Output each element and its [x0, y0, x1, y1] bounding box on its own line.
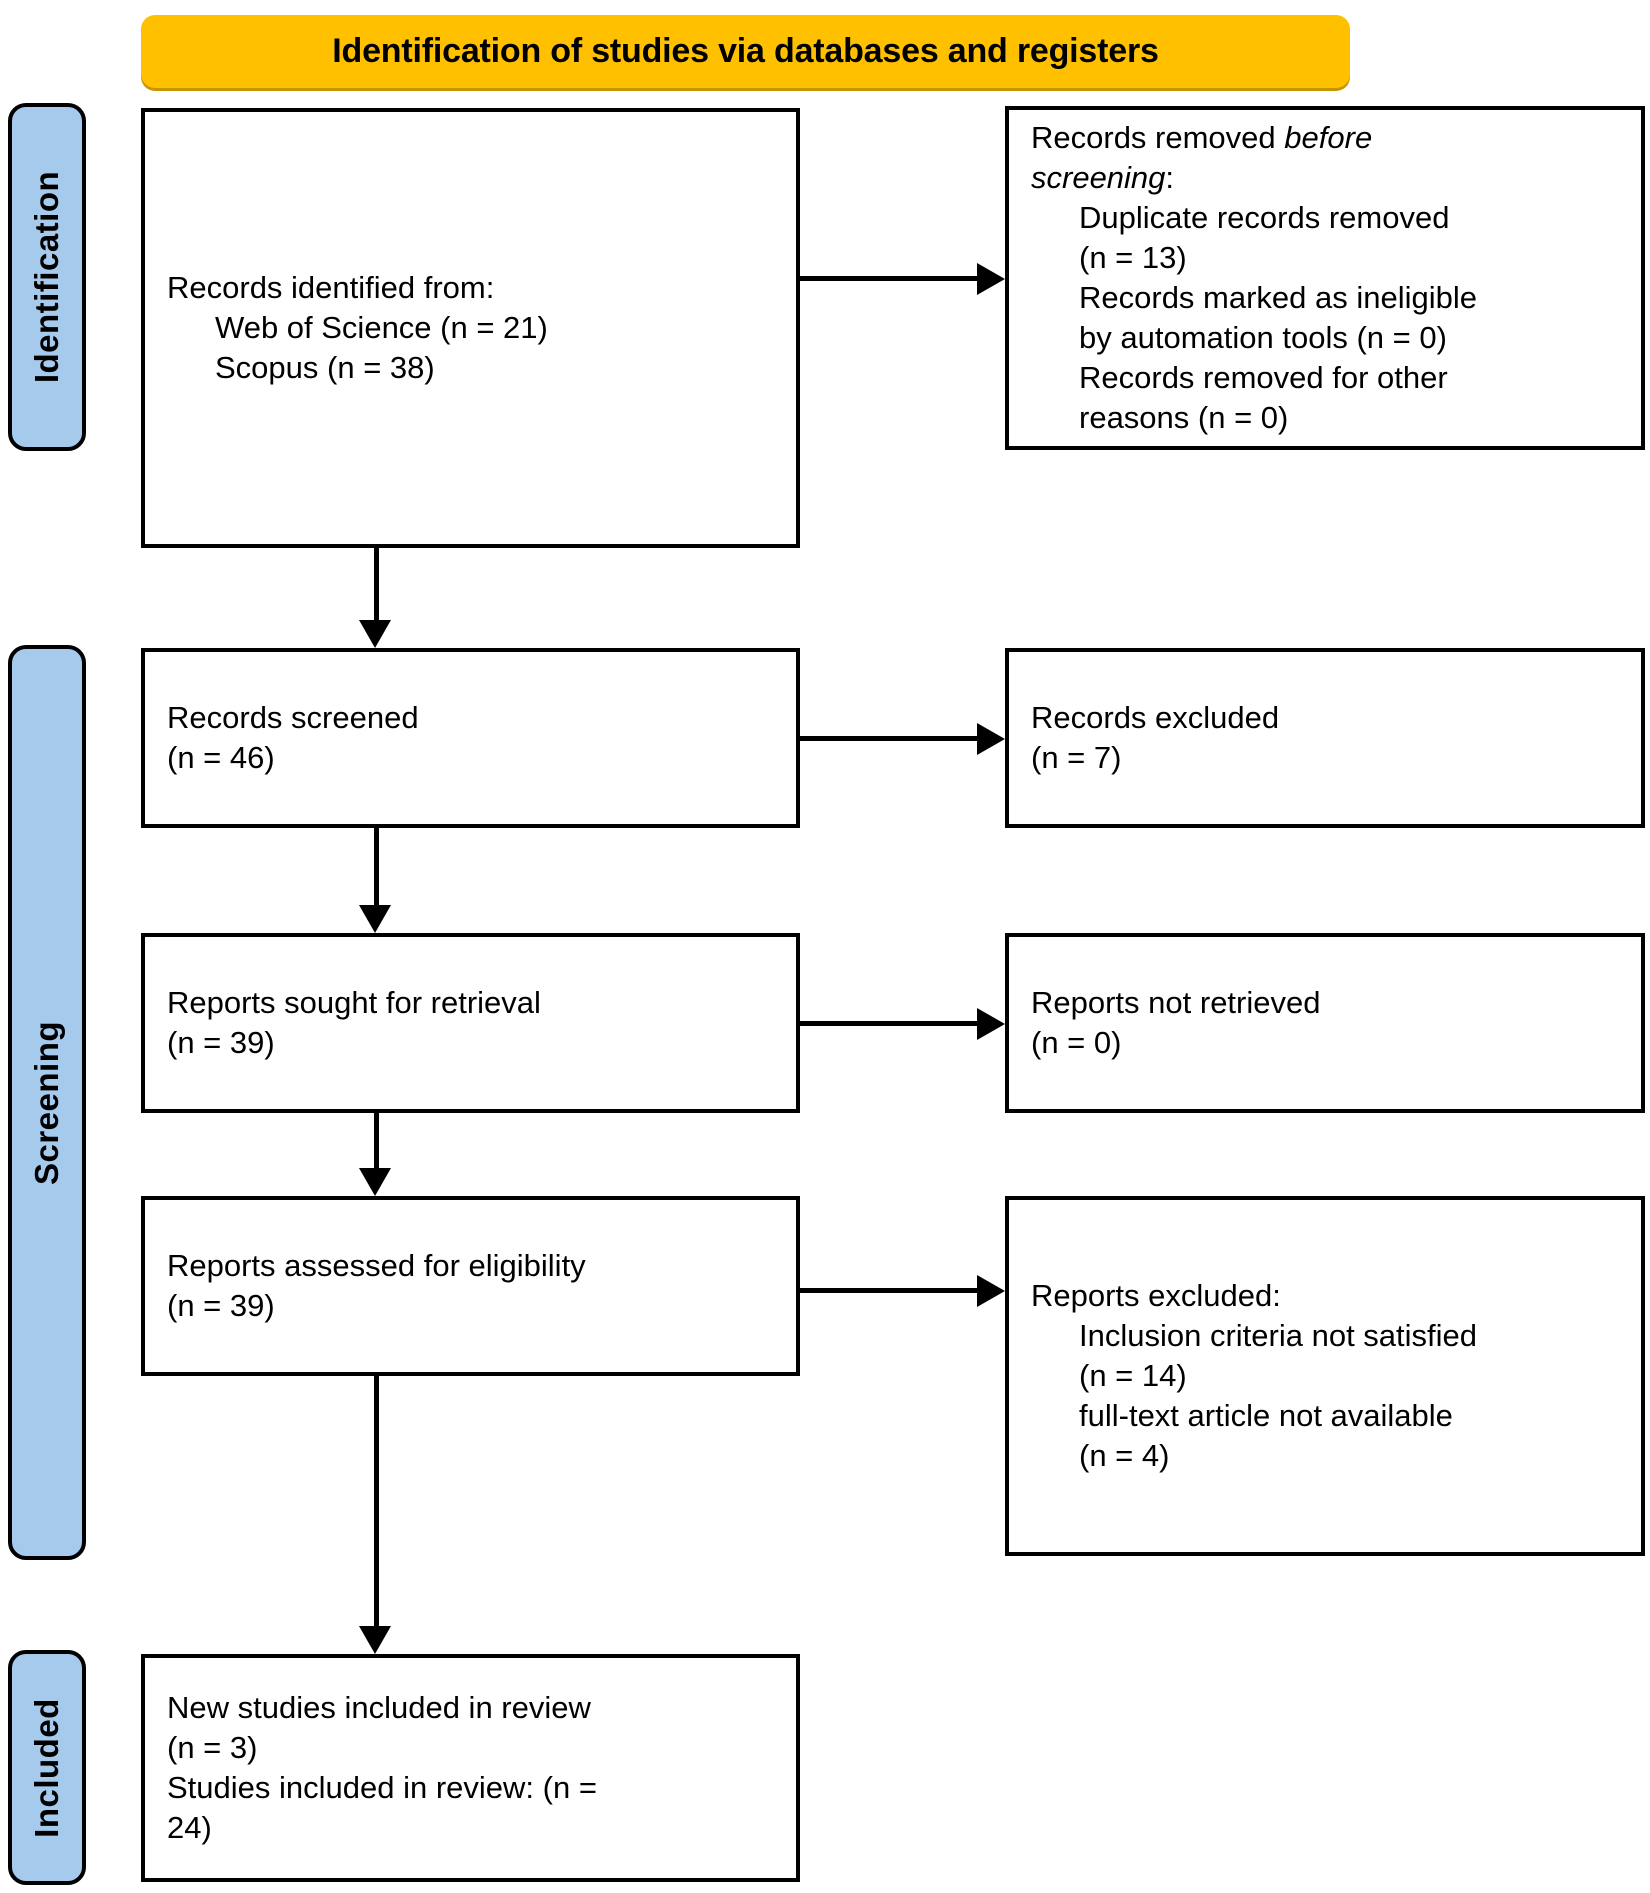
- records-removed-duplicates-count: (n = 13): [1079, 240, 1187, 276]
- arrow-right-icon-assessed-to-reports-excluded: [977, 1275, 1005, 1307]
- box-records-screened: Records screened (n = 46): [141, 648, 800, 828]
- records-screened-label: Records screened: [167, 700, 419, 736]
- new-studies-included-count: (n = 3): [167, 1730, 258, 1766]
- records-removed-heading-em-before: before: [1284, 120, 1373, 156]
- box-reports-assessed-for-eligibility: Reports assessed for eligibility (n = 39…: [141, 1196, 800, 1376]
- reports-assessed-label: Reports assessed for eligibility: [167, 1248, 586, 1284]
- box-records-identified: Records identified from: Web of Science …: [141, 108, 800, 548]
- box-studies-included: New studies included in review (n = 3) S…: [141, 1654, 800, 1882]
- records-removed-other-line1: Records removed for other: [1079, 359, 1448, 395]
- records-removed-duplicates: Duplicate records removed: [1079, 200, 1450, 236]
- box-records-excluded: Records excluded (n = 7): [1005, 648, 1645, 828]
- records-removed-heading-line2: screening:: [1031, 158, 1619, 198]
- box-records-removed-before-screening: Records removed before screening: Duplic…: [1005, 106, 1645, 450]
- stage-label-identification: Identification: [8, 103, 86, 451]
- reports-excluded-fulltext: full-text article not available: [1079, 1397, 1453, 1433]
- studies-included-count: 24): [167, 1809, 212, 1845]
- connector-screened-to-sought: [374, 828, 379, 905]
- box-reports-sought-for-retrieval: Reports sought for retrieval (n = 39): [141, 933, 800, 1113]
- studies-included-label: Studies included in review: (n =: [167, 1770, 597, 1805]
- reports-assessed-count: (n = 39): [167, 1288, 275, 1323]
- arrow-down-icon-assessed-to-included: [359, 1626, 391, 1654]
- stage-label-screening-text: Screening: [28, 1020, 65, 1185]
- arrow-right-icon-sought-to-not-retrieved: [977, 1008, 1005, 1040]
- records-removed-other-line2: reasons (n = 0): [1079, 399, 1289, 435]
- connector-identified-to-removed: [800, 276, 978, 281]
- reports-excluded-inclusion-criteria-count: (n = 14): [1079, 1358, 1187, 1393]
- connector-sought-to-assessed: [374, 1113, 379, 1168]
- records-removed-heading-pre: Records removed: [1031, 120, 1285, 156]
- arrow-down-icon-screened-to-sought: [359, 905, 391, 933]
- arrow-down-icon-identified-to-screened: [359, 620, 391, 648]
- diagram-header-banner: Identification of studies via databases …: [141, 15, 1350, 88]
- records-identified-heading: Records identified from:: [167, 270, 495, 306]
- reports-not-retrieved-label: Reports not retrieved: [1031, 985, 1321, 1021]
- connector-sought-to-not-retrieved: [800, 1021, 978, 1026]
- records-identified-scopus: Scopus (n = 38): [215, 349, 435, 385]
- stage-label-screening: Screening: [8, 645, 86, 1560]
- connector-assessed-to-reports-excluded: [800, 1288, 978, 1293]
- new-studies-included-label: New studies included in review: [167, 1690, 591, 1726]
- reports-excluded-fulltext-count: (n = 4): [1079, 1437, 1170, 1473]
- connector-screened-to-excluded: [800, 736, 978, 741]
- connector-assessed-to-included: [374, 1376, 379, 1626]
- reports-sought-count: (n = 39): [167, 1025, 275, 1060]
- stage-label-identification-text: Identification: [28, 170, 65, 384]
- reports-sought-label: Reports sought for retrieval: [167, 985, 541, 1021]
- records-removed-heading-colon: :: [1165, 160, 1175, 196]
- arrow-right-icon-screened-to-excluded: [977, 723, 1005, 755]
- records-excluded-count: (n = 7): [1031, 740, 1122, 775]
- records-screened-count: (n = 46): [167, 740, 275, 775]
- reports-not-retrieved-count: (n = 0): [1031, 1025, 1122, 1060]
- records-removed-automation-line1: Records marked as ineligible: [1079, 280, 1478, 315]
- arrow-right-icon-identified-to-removed: [977, 263, 1005, 295]
- reports-excluded-heading: Reports excluded:: [1031, 1278, 1281, 1314]
- stage-label-included-text: Included: [28, 1697, 65, 1838]
- records-excluded-label: Records excluded: [1031, 700, 1280, 736]
- diagram-title: Identification of studies via databases …: [332, 31, 1159, 70]
- stage-label-included: Included: [8, 1650, 86, 1885]
- box-reports-not-retrieved: Reports not retrieved (n = 0): [1005, 933, 1645, 1113]
- arrow-down-icon-sought-to-assessed: [359, 1168, 391, 1196]
- connector-identified-to-screened: [374, 548, 379, 622]
- records-removed-heading-line1: Records removed before: [1031, 118, 1619, 158]
- records-removed-automation-line2: by automation tools (n = 0): [1079, 319, 1447, 355]
- reports-excluded-inclusion-criteria: Inclusion criteria not satisfied: [1079, 1318, 1478, 1354]
- records-identified-wos: Web of Science (n = 21): [215, 310, 548, 345]
- records-removed-heading-em-screening: screening: [1031, 160, 1166, 196]
- box-reports-excluded-reasons: Reports excluded: Inclusion criteria not…: [1005, 1196, 1645, 1556]
